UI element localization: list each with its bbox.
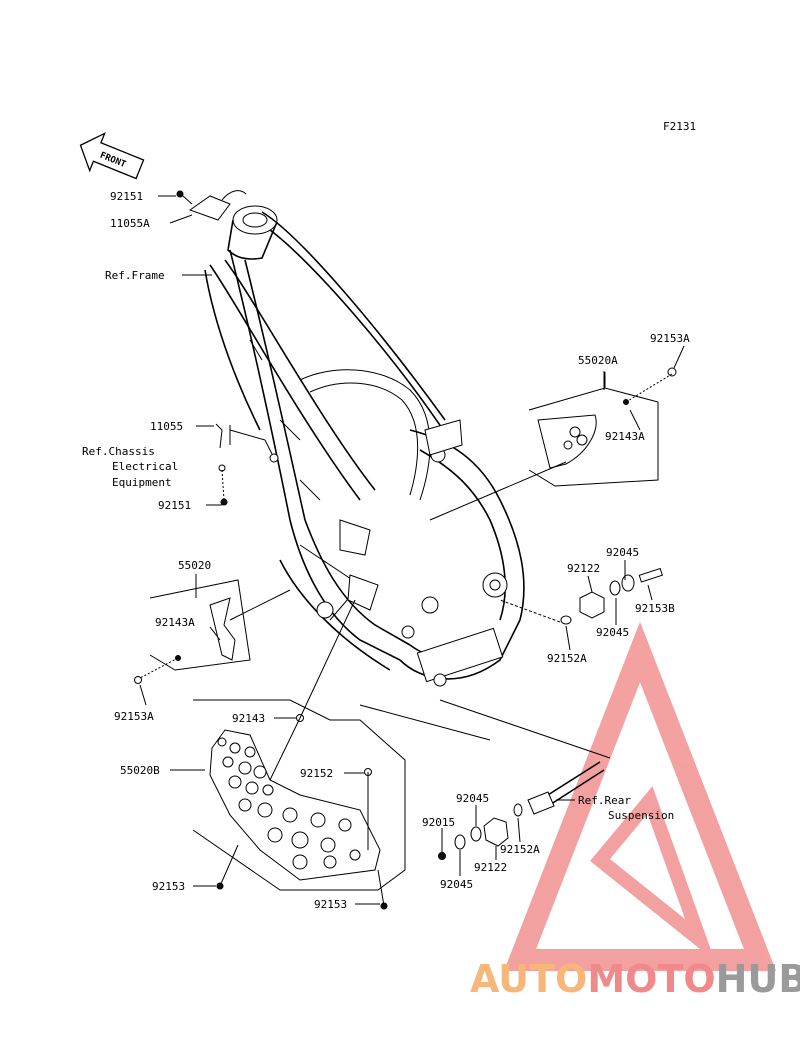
label-55020: 55020 — [178, 559, 211, 572]
bracket-11055 — [215, 423, 228, 506]
side-cover-55020 — [134, 579, 291, 684]
label-ref-chassis-3: Equipment — [112, 476, 172, 489]
watermark-auto: AUTO — [470, 957, 587, 1001]
label-92122-right: 92122 — [567, 562, 600, 575]
watermark-moto: MOTO — [587, 957, 715, 1001]
skid-plate-55020b — [192, 599, 491, 910]
label-92153-left: 92153 — [152, 880, 185, 893]
label-92143a-right: 92143A — [605, 430, 645, 443]
label-ref-rear-2: Suspension — [608, 809, 674, 822]
label-92153a-right: 92153A — [650, 332, 690, 345]
label-92151-top: 92151 — [110, 190, 143, 203]
label-92151-mid: 92151 — [158, 499, 191, 512]
svg-text:AUTOMOTOHUB: AUTOMOTOHUB — [470, 957, 800, 1001]
label-92045-low: 92045 — [456, 792, 489, 805]
watermark-text: AUTOMOTOHUB — [470, 957, 800, 1001]
bracket-11055a — [176, 190, 247, 221]
label-92153a-left: 92153A — [114, 710, 154, 723]
label-ref-chassis-2: Electrical — [112, 460, 178, 473]
side-cover-55020a — [429, 367, 677, 521]
label-92045-mid: 92045 — [596, 626, 629, 639]
watermark-hub: HUB — [716, 957, 800, 1001]
label-92153-bottom: 92153 — [314, 898, 347, 911]
label-92045-bottom: 92045 — [440, 878, 473, 891]
label-55020b: 55020B — [120, 764, 160, 777]
label-92152a-right: 92152A — [547, 652, 587, 665]
label-ref-rear-1: Ref.Rear — [578, 794, 631, 807]
label-11055a: 11055A — [110, 217, 150, 230]
label-92143a-left: 92143A — [155, 616, 195, 629]
label-55020a: 55020A — [578, 354, 618, 367]
leader-lines — [139, 195, 685, 905]
label-92015: 92015 — [422, 816, 455, 829]
pivot-shaft — [438, 699, 611, 860]
label-92152: 92152 — [300, 767, 333, 780]
label-92143: 92143 — [232, 712, 265, 725]
label-92045-top: 92045 — [606, 546, 639, 559]
watermark-logo — [503, 621, 777, 971]
label-92122-low: 92122 — [474, 861, 507, 874]
label-92153b: 92153B — [635, 602, 675, 615]
frame-drawing — [204, 205, 525, 687]
figure-code: F2131 — [663, 120, 696, 133]
part-labels: 92151 11055A Ref.Frame 92153A 55020A 921… — [82, 190, 690, 911]
label-92152a-low: 92152A — [500, 843, 540, 856]
front-arrow-icon: FRONT — [79, 132, 145, 180]
label-11055: 11055 — [150, 420, 183, 433]
label-ref-chassis-1: Ref.Chassis — [82, 445, 155, 458]
label-ref-frame: Ref.Frame — [105, 269, 165, 282]
